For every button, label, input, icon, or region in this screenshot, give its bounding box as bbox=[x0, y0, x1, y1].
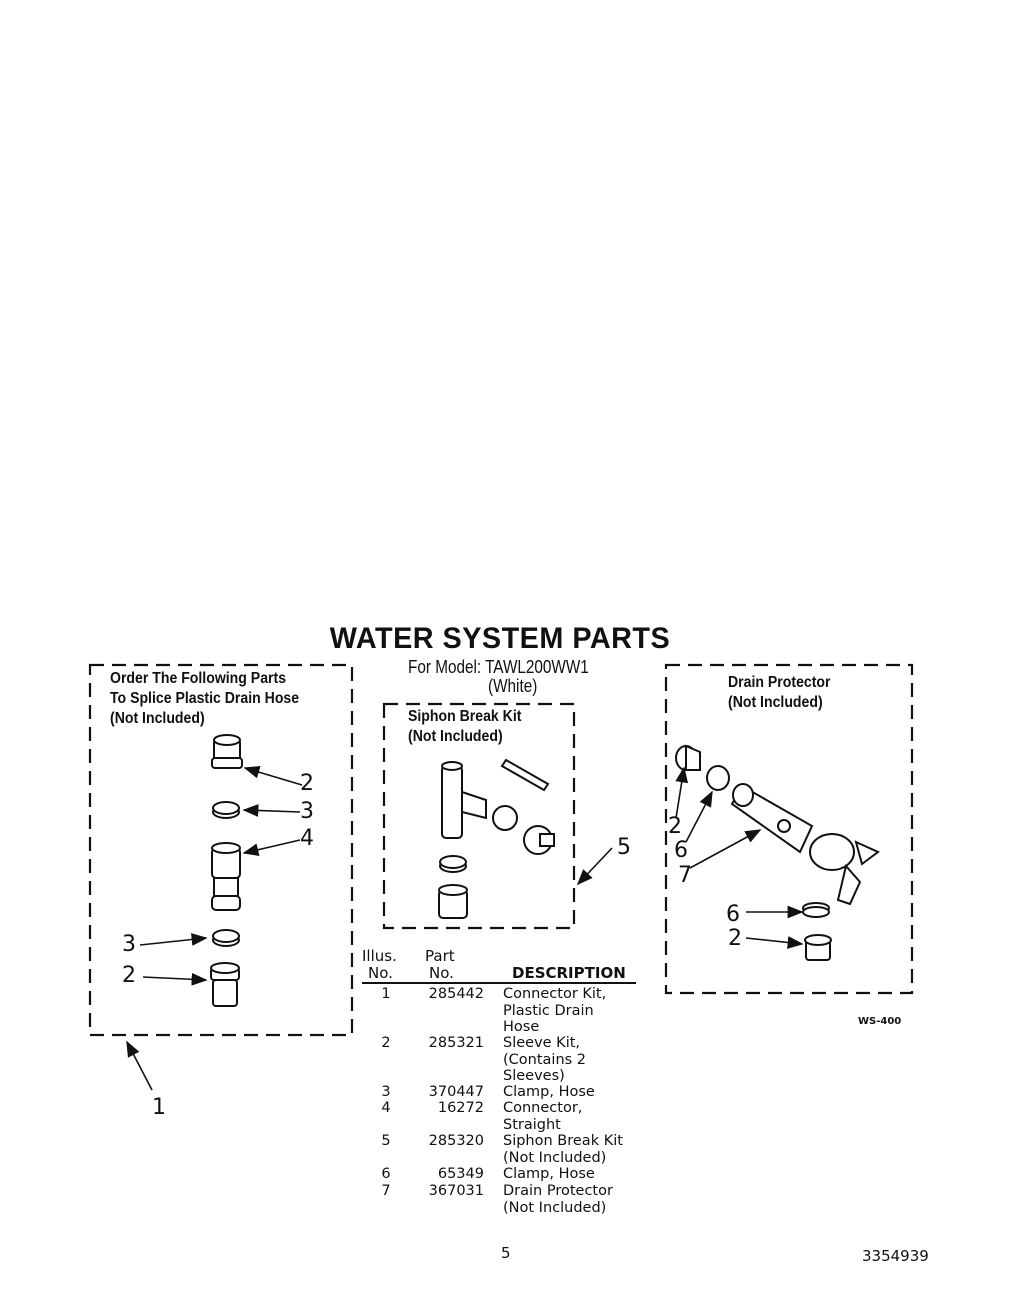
description-line: Sleeves) bbox=[503, 1068, 565, 1084]
description: Siphon Break Kit (Not Included) bbox=[503, 1133, 663, 1166]
description-line: Hose bbox=[503, 1019, 540, 1035]
callout-2-drain-top: 2 bbox=[668, 814, 682, 839]
callout-3-bottom: 3 bbox=[122, 932, 136, 957]
callout-3-top: 3 bbox=[300, 799, 314, 824]
part-no: 285321 bbox=[428, 1035, 484, 1051]
part-no: 285442 bbox=[428, 986, 484, 1002]
description: Clamp, Hose bbox=[503, 1084, 663, 1101]
description-line: Connector Kit, bbox=[503, 986, 607, 1002]
part-no: 65349 bbox=[437, 1166, 484, 1182]
part-no: 367031 bbox=[428, 1183, 484, 1199]
description-line: Sleeve Kit, bbox=[503, 1035, 581, 1051]
splice-heading: Order The Following Parts To Splice Plas… bbox=[110, 669, 299, 729]
left-parts-drawing bbox=[210, 734, 243, 1007]
left-dashed-box bbox=[88, 663, 354, 1037]
description: Connector, Straight bbox=[503, 1100, 663, 1133]
description-line: (Not Included) bbox=[503, 1199, 607, 1216]
illus-no: 2 bbox=[381, 1035, 391, 1051]
diagram-code: WS-400 bbox=[858, 1016, 902, 1027]
illus-no: 1 bbox=[381, 986, 391, 1002]
splice-heading-line: Order The Following Parts bbox=[110, 670, 287, 687]
drain-heading-line: Drain Protector bbox=[728, 674, 831, 691]
illus-no: 5 bbox=[381, 1133, 391, 1149]
part-no: 370447 bbox=[428, 1084, 484, 1100]
drain-dashed-box bbox=[664, 663, 914, 995]
description-line: Plastic Drain bbox=[503, 1002, 594, 1019]
drain-heading-line: (Not Included) bbox=[728, 694, 823, 711]
description-line: Drain Protector bbox=[503, 1183, 613, 1199]
col-part-header: Part No. bbox=[425, 948, 455, 982]
description-line: Clamp, Hose bbox=[503, 1166, 595, 1182]
col-part-line: Part bbox=[425, 947, 455, 965]
col-illus-line: No. bbox=[368, 964, 393, 982]
description-line: Straight bbox=[503, 1116, 561, 1133]
splice-heading-line: (Not Included) bbox=[110, 710, 205, 727]
illus-no: 3 bbox=[381, 1084, 391, 1100]
siphon-heading-line: (Not Included) bbox=[408, 728, 503, 745]
part-no: 16272 bbox=[437, 1100, 484, 1116]
col-part-line: No. bbox=[429, 964, 454, 982]
page-title: WATER SYSTEM PARTS bbox=[329, 622, 671, 655]
illus-no: 4 bbox=[381, 1100, 391, 1116]
drain-heading: Drain Protector (Not Included) bbox=[728, 673, 830, 713]
document-number: 3354939 bbox=[862, 1247, 929, 1265]
part-no: 285320 bbox=[428, 1133, 484, 1149]
model-line: For Model: TAWL200WW1 bbox=[408, 657, 589, 677]
col-illus-line: Illus. bbox=[362, 947, 397, 965]
callout-6-drain-bottom: 6 bbox=[726, 902, 740, 927]
description: Clamp, Hose bbox=[503, 1166, 663, 1183]
col-desc-header: DESCRIPTION bbox=[512, 964, 626, 982]
callout-7: 7 bbox=[678, 863, 692, 888]
description-line: (Not Included) bbox=[503, 1149, 607, 1166]
illus-no: 6 bbox=[381, 1166, 391, 1182]
description: Connector Kit, Plastic Drain Hose bbox=[503, 986, 663, 1036]
description: Sleeve Kit, (Contains 2 Sleeves) bbox=[503, 1035, 663, 1085]
col-illus-header: Illus. No. bbox=[362, 948, 397, 982]
description-line: Clamp, Hose bbox=[503, 1084, 595, 1100]
description-line: Connector, bbox=[503, 1100, 583, 1116]
color-line: (White) bbox=[488, 676, 538, 696]
callout-2-drain-bottom: 2 bbox=[728, 926, 742, 951]
siphon-dashed-box bbox=[382, 702, 576, 930]
callout-1: 1 bbox=[152, 1095, 166, 1120]
drain-parts-drawing bbox=[675, 744, 880, 961]
siphon-heading-line: Siphon Break Kit bbox=[408, 708, 522, 725]
callout-6-drain-top: 6 bbox=[674, 838, 688, 863]
page-number: 5 bbox=[501, 1244, 511, 1262]
description-line: Siphon Break Kit bbox=[503, 1133, 623, 1149]
illus-no: 7 bbox=[381, 1183, 391, 1199]
callout-4: 4 bbox=[300, 826, 314, 851]
siphon-heading: Siphon Break Kit (Not Included) bbox=[408, 707, 521, 747]
splice-heading-line: To Splice Plastic Drain Hose bbox=[110, 690, 300, 707]
description-line: (Contains 2 bbox=[503, 1051, 587, 1068]
siphon-parts-drawing bbox=[438, 758, 555, 919]
callout-5: 5 bbox=[617, 835, 631, 860]
callout-2-bottom: 2 bbox=[122, 963, 136, 988]
callout-2-top: 2 bbox=[300, 771, 314, 796]
description: Drain Protector (Not Included) bbox=[503, 1183, 663, 1216]
